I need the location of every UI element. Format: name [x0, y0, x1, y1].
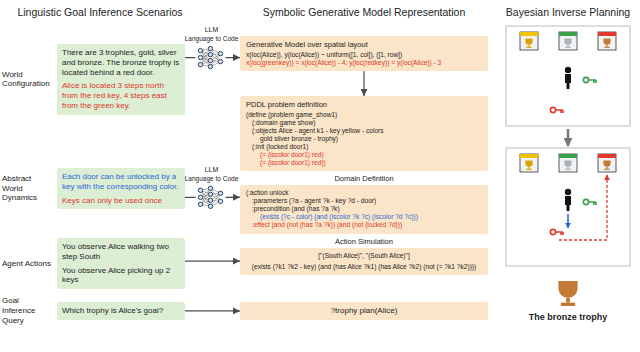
row-label: World Configuration [2, 70, 54, 89]
model-label: Language to Code [184, 175, 239, 183]
row-label: Abstract World Dynamics [2, 174, 54, 203]
scenario-box: You observe Alice walking two step South… [57, 238, 185, 289]
model-label: Language to Code [184, 35, 239, 43]
code-line: x(loc(greenkey)) = x(loc(Alice)) - 4; y(… [246, 59, 482, 67]
code-box: (:action unlock:parameters (?a - agent ?… [240, 185, 488, 233]
scenario-text: Which trophy is Alice's goal? [62, 306, 180, 316]
neural-net [196, 184, 226, 210]
scenario-text: Each door can be unlocked by a key with … [62, 172, 180, 192]
flow-arrow [185, 310, 240, 311]
grid-world-before [520, 32, 616, 113]
inference-arrow [567, 129, 570, 146]
observed-path [567, 214, 569, 228]
code-line: x(loc(Alice)), y(loc(Alice)) ~ uniform([… [246, 51, 482, 59]
scenario-text: Alice is located 3 steps north from the … [62, 81, 180, 110]
code-line: (:init (locked door1) [246, 143, 482, 151]
column-header: Linguistic Goal Inference Scenarios [0, 6, 200, 19]
code-box: ["(South Alice)", "(South Alice)"] (exist… [240, 248, 488, 275]
code-line: (define (problem game_show1) [246, 111, 482, 119]
scenario-text: Keys can only be used once [62, 196, 180, 206]
scenario-text: You observe Alice picking up 2 keys [62, 266, 180, 286]
scenario-box: Each door can be unlocked by a key with … [57, 168, 185, 209]
answer-label: The bronze trophy [500, 312, 636, 323]
scenario-box: Which trophy is Alice's goal? [57, 302, 185, 320]
code-line: (= (iscolor door1) red) [246, 151, 482, 159]
box-heading: PDDL problem definition [246, 100, 482, 109]
code-line: (:objects Alice - agent k1 - key yellow … [246, 127, 482, 135]
code-line: :effect (and (not (has ?a ?k)) (and (not… [246, 221, 482, 229]
llm-icon [196, 184, 226, 210]
code-line: (:domain game show) [246, 119, 482, 127]
code-line: (exists (?k1 ?k2 - key) (and (has Alice … [246, 263, 482, 271]
code-line: (exists (?c - color) (and (iscolor ?k ?c… [246, 213, 482, 221]
row-label: Goal Inference Query [2, 296, 54, 325]
code-line: (= (iscolor door1) red)) [246, 159, 482, 167]
scenario-text: You observe Alice walking two step South [62, 242, 180, 262]
panel-frame [506, 148, 630, 266]
neural-net [196, 45, 226, 71]
model-label: LLM [184, 166, 239, 174]
box-heading: Generative Model over spatial layout [246, 40, 482, 49]
llm-icon [196, 45, 226, 71]
column-header: Bayesian Inverse Planning [498, 6, 638, 19]
scenario-box: There are 3 trophies, gold, silver and b… [57, 44, 185, 115]
code-line: ?trophy plan(Alice) [246, 306, 482, 316]
section-label: Domain Definition [240, 174, 488, 183]
model-label: LLM [184, 26, 239, 34]
grid-world-after [520, 154, 616, 235]
result-trophy [558, 281, 577, 306]
scenario-text: There are 3 trophies, gold, silver and b… [62, 48, 180, 77]
section-label: Action Simulation [240, 237, 488, 246]
flow-arrow [363, 71, 364, 96]
query-box: ?trophy plan(Alice) [240, 302, 488, 320]
panel-frame [506, 26, 630, 126]
flow-arrow [185, 260, 240, 261]
row-label: Agent Actions [2, 259, 54, 269]
code-box: PDDL problem definition (define (problem … [240, 96, 488, 171]
plan-paths [559, 175, 607, 240]
code-line: :precondition (and (has ?a ?k) [246, 205, 482, 213]
code-line: ["(South Alice)", "(South Alice)"] [246, 252, 482, 260]
code-line: gold silver bronze - trophy) [246, 135, 482, 143]
code-box: Generative Model over spatial layout x(lo… [240, 36, 488, 71]
inferred-plan [559, 175, 607, 240]
code-line: :parameters (?a - agent ?k - key ?d - do… [246, 197, 482, 205]
code-line: (:action unlock [246, 189, 482, 197]
column-header: Symbolic Generative Model Representation [240, 6, 488, 19]
